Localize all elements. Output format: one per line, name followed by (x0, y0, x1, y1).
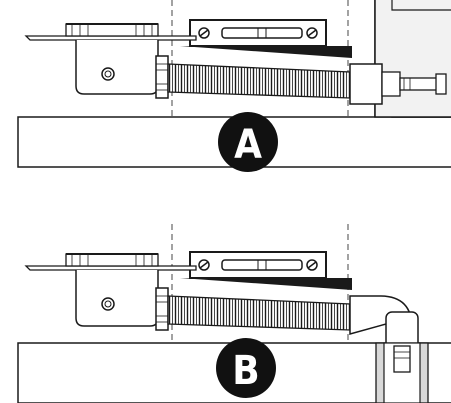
corrugated-hose-icon (167, 63, 351, 99)
slope-wedge (180, 46, 352, 58)
elbow-fitting (349, 295, 429, 403)
outlet-fitting (349, 63, 447, 105)
panel-a: A (17, 0, 451, 172)
shower-drain-icon (24, 253, 197, 331)
panel-b: B (17, 224, 451, 403)
slope-wedge (180, 278, 352, 290)
corrugated-hose-icon (167, 295, 351, 331)
panel-a-label: A (234, 122, 262, 168)
spirit-level-icon (189, 251, 327, 279)
panel-b-badge: B (216, 338, 276, 398)
panel-a-badge: A (218, 112, 278, 172)
panel-b-label: B (232, 348, 259, 394)
shower-drain-icon (24, 23, 197, 99)
spirit-level-icon (189, 19, 327, 47)
